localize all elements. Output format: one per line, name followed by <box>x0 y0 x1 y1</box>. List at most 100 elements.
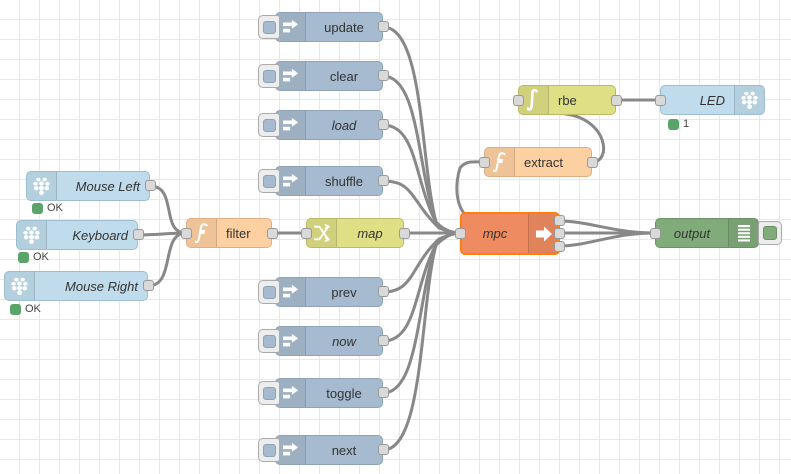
port-output-rbe[interactable] <box>611 95 622 106</box>
inject-button-swatch <box>262 20 276 34</box>
wire-clear-mpc <box>381 74 462 235</box>
node-inject-load[interactable]: load <box>275 110 383 140</box>
port-input-filter[interactable] <box>181 228 192 239</box>
port-input-map[interactable] <box>301 228 312 239</box>
node-label: Keyboard <box>72 227 128 243</box>
node-filter[interactable]: filter <box>186 218 272 248</box>
node-label: clear <box>329 68 359 84</box>
port-output-inject-shuffle[interactable] <box>378 175 389 186</box>
inject-button-prev[interactable] <box>258 280 280 304</box>
inject-button-update[interactable] <box>258 15 280 39</box>
port-output-inject-now[interactable] <box>378 335 389 346</box>
node-label: rbe <box>558 92 577 108</box>
node-inject-toggle[interactable]: toggle <box>275 378 383 408</box>
debug-lines-icon <box>728 219 758 247</box>
node-label: filter <box>226 225 251 241</box>
node-mouse-left[interactable]: Mouse Left <box>26 171 150 201</box>
node-map[interactable]: map <box>306 218 404 248</box>
node-label: output <box>673 225 711 241</box>
inject-arrow-icon <box>276 167 306 195</box>
inject-button-load[interactable] <box>258 113 280 137</box>
status-dot <box>10 303 21 315</box>
node-label: now <box>332 333 356 349</box>
node-label: map <box>357 225 383 241</box>
node-mpc[interactable]: mpc <box>460 212 560 255</box>
debug-toggle-swatch <box>763 226 777 240</box>
port-input-extract[interactable] <box>479 157 490 168</box>
inject-arrow-icon <box>276 13 306 41</box>
node-inject-shuffle[interactable]: shuffle <box>275 166 383 196</box>
node-label: next <box>331 442 357 458</box>
status-dot <box>32 202 43 214</box>
wire-keyboard-filter <box>136 231 188 237</box>
inject-button-swatch <box>262 285 276 299</box>
port-output-extract[interactable] <box>587 157 598 168</box>
node-inject-now[interactable]: now <box>275 326 383 356</box>
raspberry-pi-icon <box>5 272 35 300</box>
port-output-inject-prev[interactable] <box>378 286 389 297</box>
wire-update-mpc <box>381 25 462 235</box>
port-output-mouse-right[interactable] <box>143 280 154 291</box>
port-output-filter[interactable] <box>267 228 278 239</box>
inject-button-swatch <box>262 118 276 132</box>
raspberry-pi-icon <box>17 221 47 249</box>
port-input-led[interactable] <box>655 95 666 106</box>
node-label: Mouse Left <box>75 178 140 194</box>
port-output-inject-toggle[interactable] <box>378 387 389 398</box>
port-output-inject-next[interactable] <box>378 444 389 455</box>
node-led[interactable]: LED <box>660 85 765 115</box>
node-label: load <box>331 117 357 133</box>
node-mouse-right[interactable]: Mouse Right <box>4 271 148 301</box>
inject-button-next[interactable] <box>258 438 280 462</box>
inject-button-swatch <box>262 69 276 83</box>
port-output-inject-update[interactable] <box>378 21 389 32</box>
node-label: update <box>324 19 364 35</box>
node-rbe[interactable]: rbe <box>518 85 616 115</box>
port-input-mpc[interactable] <box>455 228 466 239</box>
inject-button-swatch <box>262 386 276 400</box>
port-output-inject-clear[interactable] <box>378 70 389 81</box>
inject-button-swatch <box>262 174 276 188</box>
node-keyboard[interactable]: Keyboard <box>16 220 138 250</box>
status-mouse-right: OK <box>10 303 41 315</box>
node-label: Mouse Right <box>65 278 138 294</box>
status-text: OK <box>25 303 41 315</box>
node-inject-update[interactable]: update <box>275 12 383 42</box>
inject-arrow-icon <box>276 111 306 139</box>
node-label: extract <box>524 154 564 170</box>
wire-now-mpc <box>381 231 462 343</box>
status-text: OK <box>47 202 63 214</box>
port-output-mpc-2[interactable] <box>554 228 565 239</box>
inject-button-clear[interactable] <box>258 64 280 88</box>
inject-arrow-icon <box>276 62 306 90</box>
wire-next-mpc <box>381 231 462 452</box>
port-output-inject-load[interactable] <box>378 119 389 130</box>
inject-arrow-icon <box>276 327 306 355</box>
node-inject-next[interactable]: next <box>275 435 383 465</box>
inject-button-shuffle[interactable] <box>258 169 280 193</box>
shuffle-icon <box>307 219 337 247</box>
mpc-arrow-icon <box>528 214 558 253</box>
inject-button-now[interactable] <box>258 329 280 353</box>
node-inject-clear[interactable]: clear <box>275 61 383 91</box>
port-output-keyboard[interactable] <box>133 229 144 240</box>
wire-mouseright-filter <box>146 231 188 288</box>
inject-button-toggle[interactable] <box>258 381 280 405</box>
port-output-mpc-3[interactable] <box>554 241 565 252</box>
inject-arrow-icon <box>276 278 306 306</box>
node-label: LED <box>699 92 725 108</box>
node-extract[interactable]: extract <box>484 147 592 177</box>
node-inject-prev[interactable]: prev <box>275 277 383 307</box>
debug-toggle-button[interactable] <box>758 221 782 245</box>
port-output-mouse-left[interactable] <box>145 180 156 191</box>
port-output-mpc-1[interactable] <box>554 215 565 226</box>
inject-button-swatch <box>262 443 276 457</box>
port-input-output[interactable] <box>650 228 661 239</box>
port-output-map[interactable] <box>399 228 410 239</box>
wire-load-mpc <box>381 123 462 235</box>
port-input-rbe[interactable] <box>513 95 524 106</box>
status-dot <box>668 118 679 130</box>
inject-arrow-icon <box>276 379 306 407</box>
node-output[interactable]: output <box>655 218 759 248</box>
